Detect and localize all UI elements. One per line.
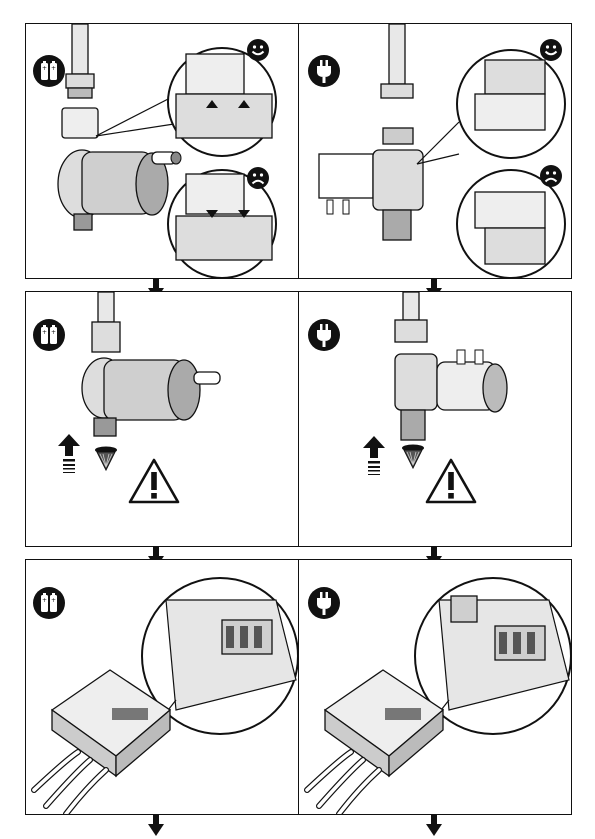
warning-icon xyxy=(425,458,477,504)
step3-battery-panel xyxy=(25,559,299,815)
frowny-icon xyxy=(539,164,563,188)
valve-illustration-mains xyxy=(299,24,571,278)
step3-mains-panel xyxy=(298,559,572,815)
step2-mains-panel xyxy=(298,291,572,547)
step1-mains-panel xyxy=(298,23,572,279)
filter-icon xyxy=(94,446,118,472)
down-arrow-icon xyxy=(426,815,442,837)
filter-icon xyxy=(401,444,425,470)
junction-box-illustration-mains xyxy=(299,560,571,814)
valve-illustration-mains-exploded xyxy=(299,292,571,546)
valve-illustration-battery-exploded xyxy=(26,292,298,546)
step2-battery-panel xyxy=(25,291,299,547)
down-arrow-icon xyxy=(148,815,164,837)
step1-battery-panel xyxy=(25,23,299,279)
valve-illustration-battery xyxy=(26,24,298,278)
flow-direction-icon xyxy=(363,436,385,480)
flow-direction-icon xyxy=(58,434,80,478)
smiley-icon xyxy=(246,38,270,62)
frowny-icon xyxy=(246,166,270,190)
warning-icon xyxy=(128,458,180,504)
junction-box-illustration-battery xyxy=(26,560,298,814)
smiley-icon xyxy=(539,38,563,62)
